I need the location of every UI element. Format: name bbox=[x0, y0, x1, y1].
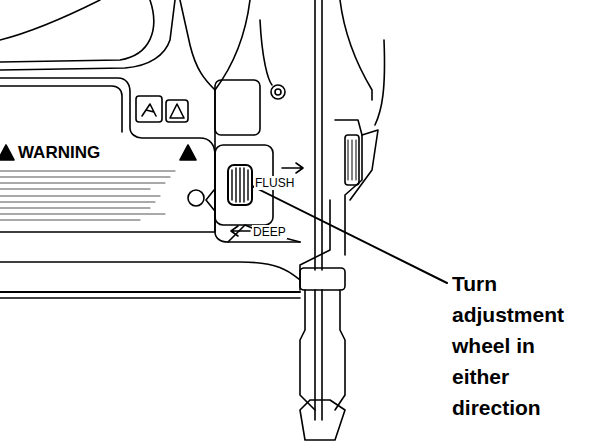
callout-text: Turn adjustment wheel in either directio… bbox=[452, 268, 582, 423]
setting-label: DEEP bbox=[252, 225, 287, 239]
setting-label: FLUSH bbox=[254, 176, 295, 190]
warning-heading: WARNING bbox=[18, 143, 100, 163]
